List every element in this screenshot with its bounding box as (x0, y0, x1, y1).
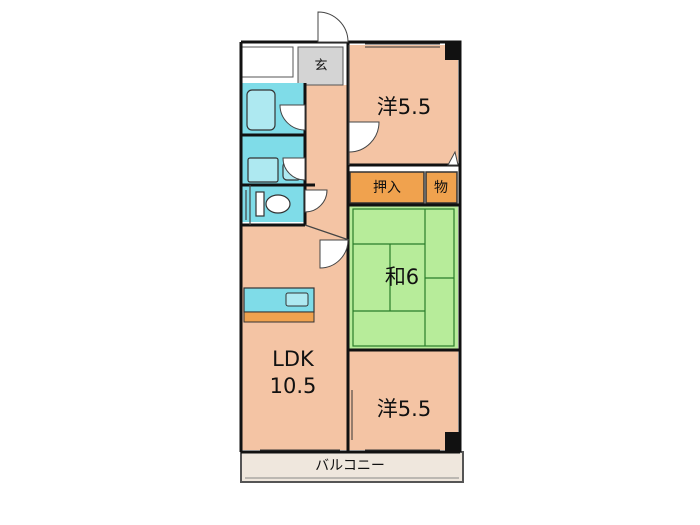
storage-box (425, 171, 458, 204)
kitchen-sink-icon (285, 292, 309, 307)
label-japanese: 和6 (385, 265, 419, 289)
toilet-icon (255, 191, 291, 217)
wash-basin-icon (247, 157, 279, 183)
kitchen-cabinet (243, 311, 315, 323)
balcony-area (240, 451, 464, 483)
room-western-south (349, 350, 458, 450)
label-closet: 押入 (373, 180, 401, 196)
label-ldk-size: 10.5 (270, 374, 317, 398)
closet-box (349, 171, 425, 204)
pillar-top-right (445, 42, 460, 60)
label-ldk: LDK (272, 347, 315, 371)
storage-top-left (240, 46, 294, 78)
windows (260, 43, 440, 451)
label-storage: 物 (434, 180, 448, 196)
label-entrance: 玄 (314, 59, 327, 74)
label-balcony: バルコニー (315, 458, 385, 474)
label-western-south: 洋5.5 (377, 397, 431, 421)
label-western-north: 洋5.5 (377, 95, 431, 119)
tatami-mat-lines (352, 208, 455, 347)
door-swings (279, 11, 459, 269)
pillar-bottom-right (445, 432, 460, 452)
bathtub-icon (246, 89, 276, 131)
entrance-box (297, 46, 344, 86)
